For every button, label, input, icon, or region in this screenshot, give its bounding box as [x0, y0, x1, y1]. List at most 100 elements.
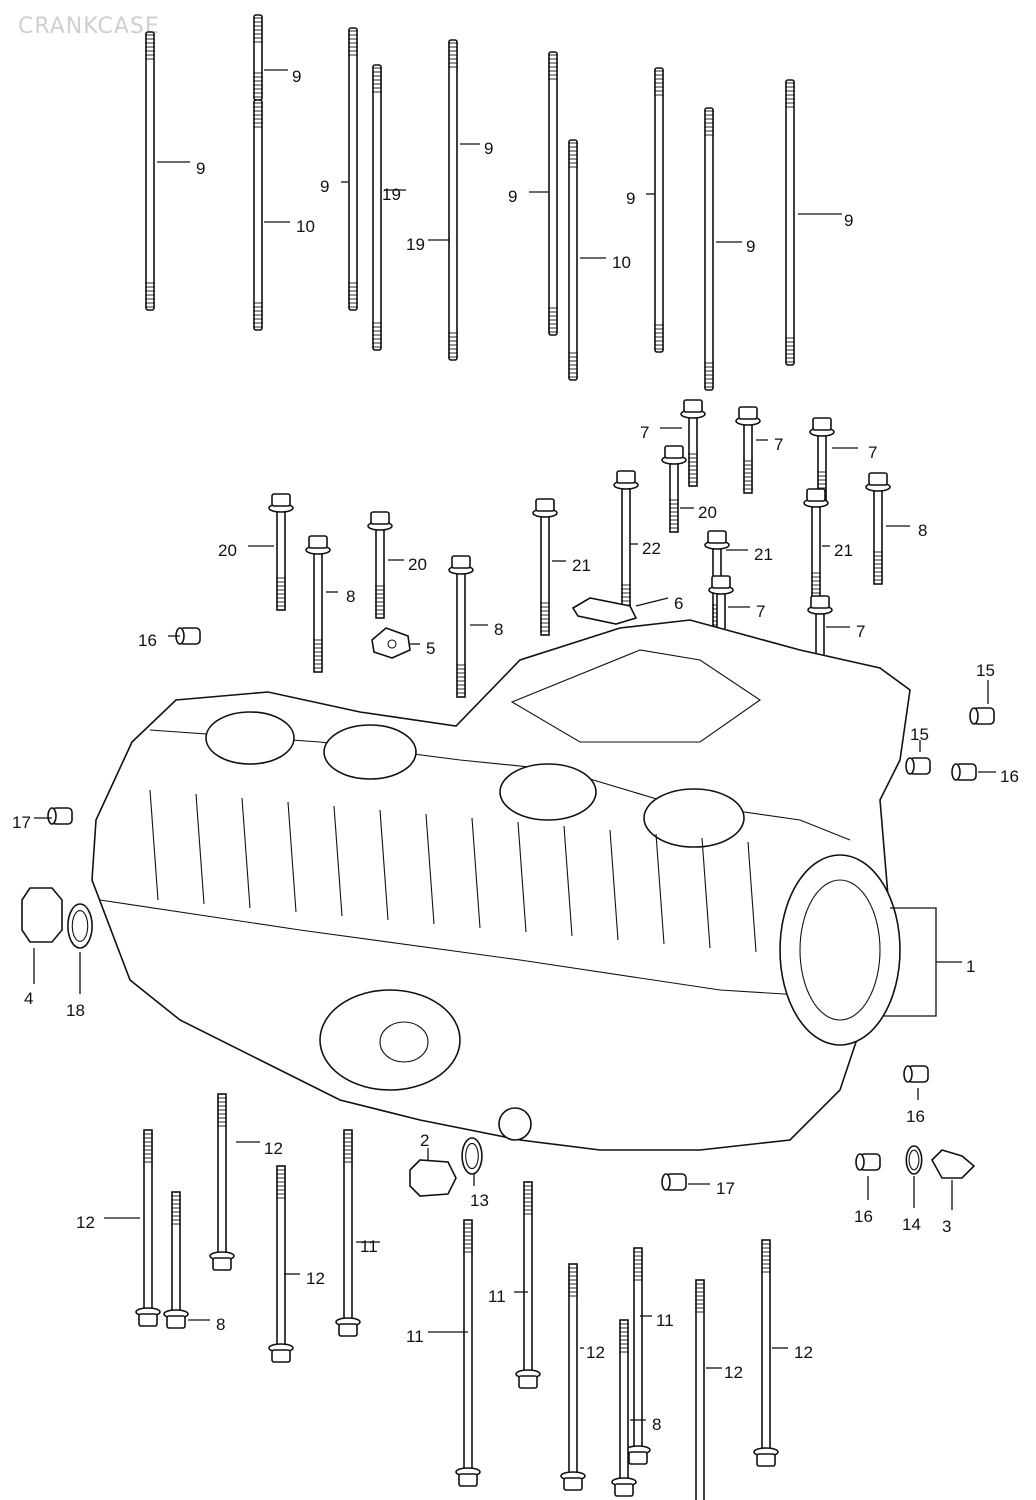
- flange-bolt: [809, 417, 835, 505]
- callout-label: 15: [976, 661, 995, 680]
- callout-label: 11: [406, 1327, 424, 1346]
- flange-bolt: [735, 406, 761, 494]
- callout-label: 21: [572, 556, 591, 575]
- stud: [253, 14, 263, 101]
- callout-label: 11: [360, 1237, 378, 1256]
- callout-label: 9: [484, 139, 493, 158]
- callout-label: 2: [420, 1131, 429, 1150]
- callout-label: 17: [12, 813, 31, 832]
- flange-bolt: [865, 472, 891, 585]
- parting-line: [99, 899, 881, 1001]
- drain-plug: [409, 1159, 457, 1197]
- callout-label: 19: [406, 235, 425, 254]
- flange-bolt: [625, 1247, 651, 1465]
- cooling-fin: [701, 837, 711, 949]
- flange-bolt: [268, 1165, 294, 1363]
- callout-label: 9: [508, 187, 517, 206]
- cooling-fin: [563, 825, 573, 937]
- callout-label: 16: [1000, 767, 1019, 786]
- callout-label: 21: [754, 545, 773, 564]
- cooling-fin: [471, 817, 481, 929]
- callout-label: 1: [966, 957, 975, 976]
- flange-bolt: [695, 1279, 705, 1500]
- dowel-pin: [47, 807, 73, 825]
- flange-bolt: [680, 399, 706, 487]
- callout-label: 8: [216, 1315, 225, 1334]
- flange-bolt: [560, 1263, 586, 1491]
- callout-label: 12: [76, 1213, 95, 1232]
- callout-label: 12: [264, 1139, 283, 1158]
- callout-label: 11: [656, 1311, 674, 1330]
- callout-label: 21: [834, 541, 853, 560]
- callout-label: 17: [716, 1179, 735, 1198]
- flange-bolt: [532, 498, 558, 636]
- cooling-fin: [333, 805, 343, 917]
- stud: [145, 31, 155, 311]
- callout-label: 7: [640, 423, 649, 442]
- callout-label: 15: [910, 725, 929, 744]
- stud: [372, 64, 382, 351]
- callout-label: 13: [470, 1191, 489, 1210]
- callout-label: 14: [902, 1215, 921, 1234]
- cooling-fin: [425, 813, 435, 925]
- callout-label: 10: [612, 253, 631, 272]
- sealing-washer: [67, 903, 93, 949]
- leader-line: [635, 597, 669, 607]
- callout-label: 12: [794, 1343, 813, 1362]
- callout-label: 9: [292, 67, 301, 86]
- cylinder-bore-2: [323, 724, 417, 780]
- callout-label: 12: [306, 1269, 325, 1288]
- callout-label: 9: [626, 189, 635, 208]
- dowel-pin: [661, 1173, 687, 1191]
- case-top-plate: [510, 649, 761, 743]
- callout-label: 19: [382, 185, 401, 204]
- sealing-washer: [905, 1145, 923, 1175]
- flange-bolt: [305, 535, 331, 673]
- callout-label: 9: [320, 177, 329, 196]
- cooling-fin: [379, 809, 389, 921]
- flange-bolt: [803, 488, 829, 606]
- callout-label: 12: [724, 1363, 743, 1382]
- cooling-fin: [747, 841, 757, 953]
- cable-clamp: [571, 597, 638, 625]
- callout-label: 20: [408, 555, 427, 574]
- flange-bolt: [611, 1319, 637, 1497]
- cooling-fin: [517, 821, 527, 933]
- leader-lines-layer: [33, 69, 996, 1421]
- neutral-switch: [931, 1149, 976, 1179]
- flange-bolt: [367, 511, 393, 619]
- stud: [568, 139, 578, 381]
- callout-label: 7: [868, 443, 877, 462]
- stud: [785, 79, 795, 366]
- callout-label: 12: [586, 1343, 605, 1362]
- cooling-fin: [241, 797, 251, 909]
- bracket-hole: [387, 639, 397, 649]
- callout-label: 22: [642, 539, 661, 558]
- oil-filter-bolt: [379, 1021, 429, 1063]
- cooling-fin: [609, 829, 619, 941]
- crankcase-assembly: [91, 619, 911, 1151]
- flange-bolt: [209, 1093, 235, 1271]
- callout-label: 16: [906, 1107, 925, 1126]
- callout-label: 7: [756, 602, 765, 621]
- flange-bolt: [455, 1219, 481, 1487]
- flange-bolt: [515, 1181, 541, 1389]
- callout-label: 11: [488, 1287, 506, 1306]
- oil-pump-boss: [319, 989, 461, 1091]
- stud: [448, 39, 458, 361]
- flange-bolt: [135, 1129, 161, 1327]
- stud: [348, 27, 358, 311]
- dowel-pin: [951, 763, 977, 781]
- callout-label: 5: [426, 639, 435, 658]
- flange-bolt: [268, 493, 294, 611]
- cooling-fin: [287, 801, 297, 913]
- callout-label: 9: [746, 237, 755, 256]
- flange-bolt: [448, 555, 474, 698]
- dowel-pin: [855, 1153, 881, 1171]
- callout-label: 20: [218, 541, 237, 560]
- diagram-title: CRANKCASE: [18, 14, 160, 39]
- callout-label: 16: [138, 631, 157, 650]
- flange-bolt: [753, 1239, 779, 1467]
- stud: [704, 107, 714, 391]
